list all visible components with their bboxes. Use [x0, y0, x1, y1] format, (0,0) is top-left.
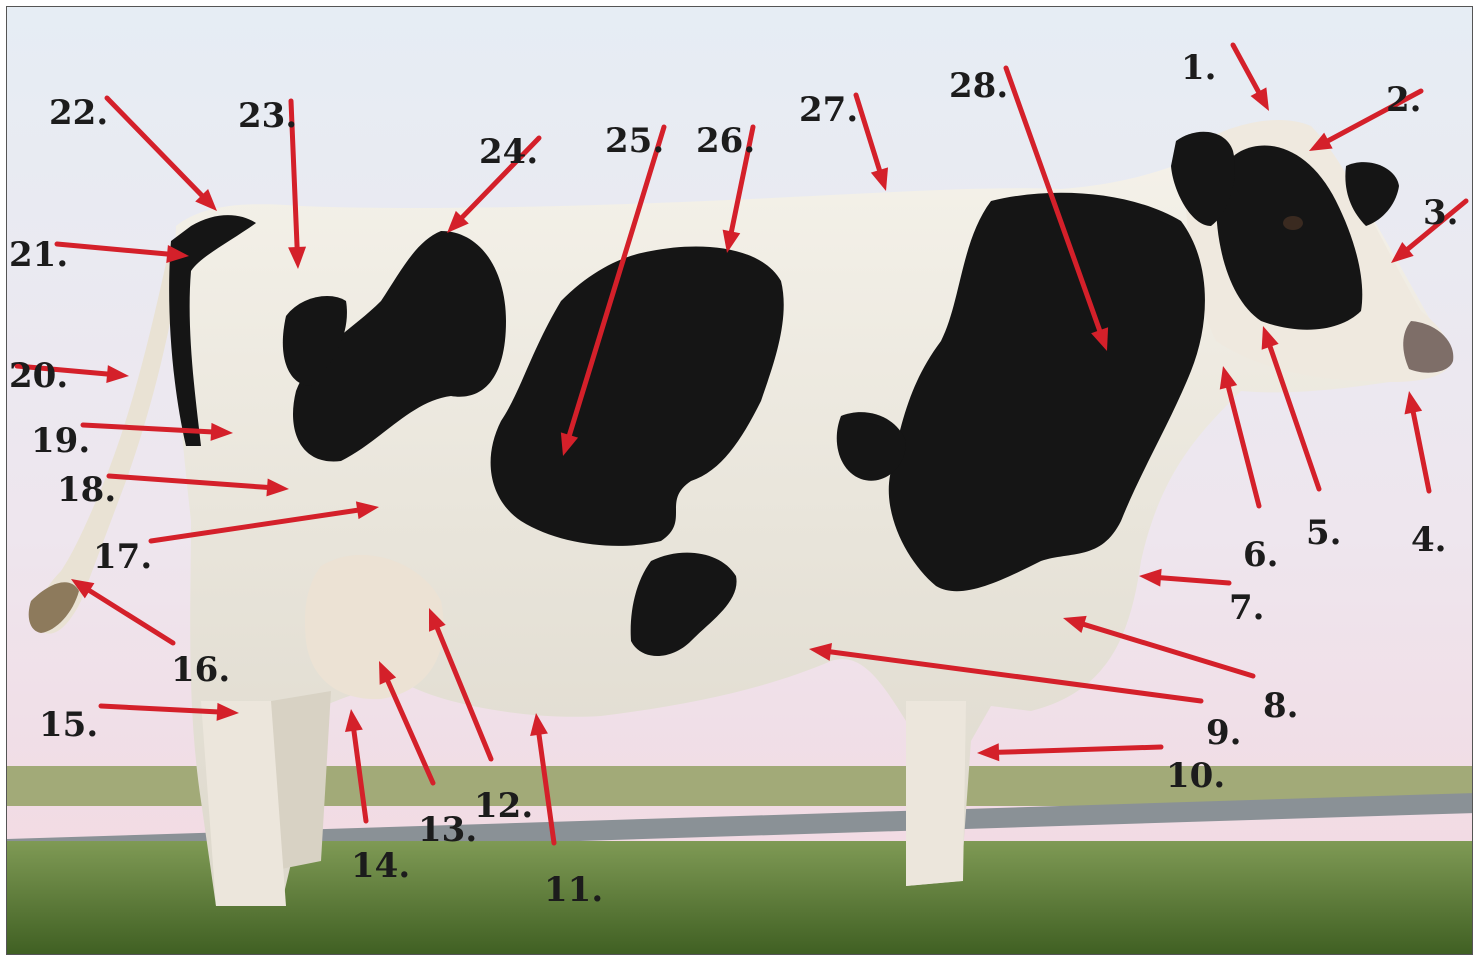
front-leg [906, 701, 966, 886]
label-3: 3. [1423, 193, 1459, 233]
label-8: 8. [1263, 686, 1299, 726]
label-7: 7. [1229, 588, 1265, 628]
label-27: 27. [799, 90, 858, 130]
eye [1283, 216, 1303, 230]
label-24: 24. [479, 132, 538, 172]
label-10: 10. [1166, 756, 1225, 796]
label-1: 1. [1181, 48, 1217, 88]
label-11: 11. [544, 870, 603, 910]
photo-frame: 1. 2. 3. 4. 5. 6. 7. 8. 9.10. 11. 12.13.14. 15. 16. 1… [6, 6, 1473, 955]
label-23: 23. [238, 96, 297, 136]
label-19: 19. [31, 421, 90, 461]
label-15: 15. [39, 705, 98, 745]
label-20: 20. [9, 356, 68, 396]
label-26: 26. [696, 121, 755, 161]
label-12: 12. [474, 786, 533, 826]
cow-photo: 1. 2. 3. 4. 5. 6. 7. 8. 9.10. 11. 12.13.14. 15. 16. 1… [7, 7, 1473, 955]
hind-leg [201, 701, 286, 906]
label-6: 6. [1243, 535, 1279, 575]
label-21: 21. [9, 235, 68, 275]
label-13: 13. [418, 810, 477, 850]
label-5: 5. [1306, 513, 1342, 553]
label-18: 18. [57, 470, 116, 510]
label-9: 9. [1206, 713, 1242, 753]
label-25: 25. [605, 121, 664, 161]
label-14: 14. [351, 846, 410, 886]
label-16: 16. [171, 650, 230, 690]
label-22: 22. [49, 93, 108, 133]
label-28: 28. [949, 66, 1008, 106]
label-4: 4. [1411, 520, 1447, 560]
label-2: 2. [1386, 80, 1422, 120]
label-17: 17. [93, 537, 152, 577]
